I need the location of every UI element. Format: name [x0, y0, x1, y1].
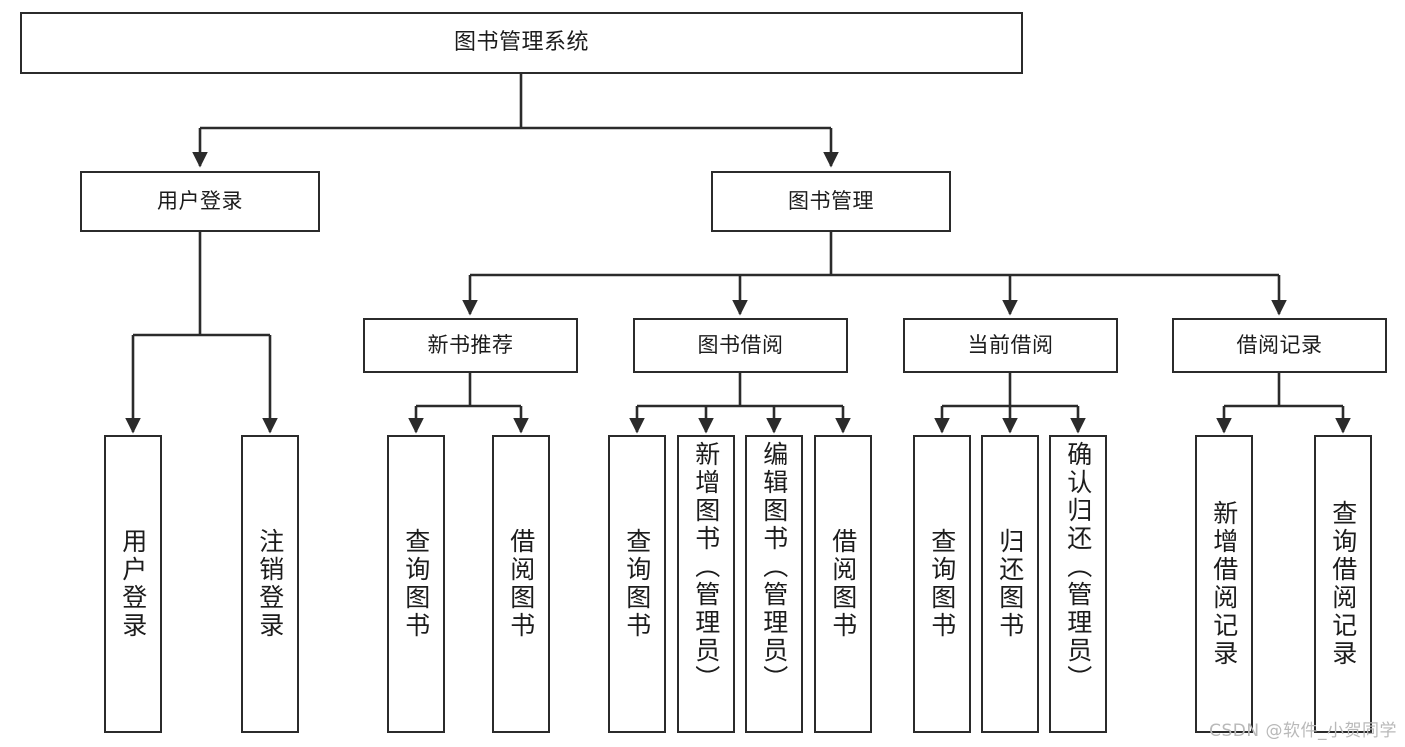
node-label: 图书借阅 [697, 333, 784, 358]
node-current-borrow[interactable]: 当前借阅 [903, 318, 1118, 373]
leaf-current-borrow-return-book[interactable]: 归还图书 [981, 435, 1039, 733]
leaf-book-borrow-borrow-book[interactable]: 借阅图书 [814, 435, 872, 733]
leaf-current-borrow-query-book[interactable]: 查询图书 [913, 435, 971, 733]
node-label: 查询图书 [927, 528, 957, 640]
node-label: 图书管理 [788, 189, 874, 214]
leaf-new-book-query-book[interactable]: 查询图书 [387, 435, 445, 733]
node-label: 确认归还（管理员） [1063, 441, 1093, 693]
node-label: 查询图书 [401, 528, 431, 640]
node-label: 用户登录 [118, 528, 148, 640]
leaf-borrow-record-query-record[interactable]: 查询借阅记录 [1314, 435, 1372, 733]
node-root-book-management-system[interactable]: 图书管理系统 [20, 12, 1023, 74]
node-new-book-recommend[interactable]: 新书推荐 [363, 318, 578, 373]
node-book-management[interactable]: 图书管理 [711, 171, 951, 232]
node-label: 用户登录 [157, 189, 243, 214]
leaf-book-borrow-edit-book-admin[interactable]: 编辑图书（管理员） [745, 435, 803, 733]
leaf-user-login-login[interactable]: 用户登录 [104, 435, 162, 733]
node-label: 当前借阅 [967, 333, 1054, 358]
node-label: 新书推荐 [427, 333, 514, 358]
node-label: 新增借阅记录 [1209, 500, 1239, 668]
node-label: 借阅记录 [1236, 333, 1323, 358]
node-label: 查询图书 [622, 528, 652, 640]
node-label: 注销登录 [255, 528, 285, 640]
node-label: 借阅图书 [828, 528, 858, 640]
leaf-user-login-logout[interactable]: 注销登录 [241, 435, 299, 733]
leaf-new-book-borrow-book[interactable]: 借阅图书 [492, 435, 550, 733]
csdn-watermark: CSDN @软件_小贺同学 [1209, 721, 1397, 741]
node-label: 借阅图书 [506, 528, 536, 640]
leaf-book-borrow-add-book-admin[interactable]: 新增图书（管理员） [677, 435, 735, 733]
node-label: 归还图书 [995, 528, 1025, 640]
node-borrow-record[interactable]: 借阅记录 [1172, 318, 1387, 373]
node-label: 查询借阅记录 [1328, 500, 1358, 668]
node-label: 图书管理系统 [453, 30, 589, 56]
leaf-borrow-record-add-record[interactable]: 新增借阅记录 [1195, 435, 1253, 733]
leaf-current-borrow-confirm-return-admin[interactable]: 确认归还（管理员） [1049, 435, 1107, 733]
node-label: 新增图书（管理员） [691, 441, 721, 693]
leaf-book-borrow-query-book[interactable]: 查询图书 [608, 435, 666, 733]
node-book-borrow[interactable]: 图书借阅 [633, 318, 848, 373]
node-user-login[interactable]: 用户登录 [80, 171, 320, 232]
node-label: 编辑图书（管理员） [759, 441, 789, 693]
